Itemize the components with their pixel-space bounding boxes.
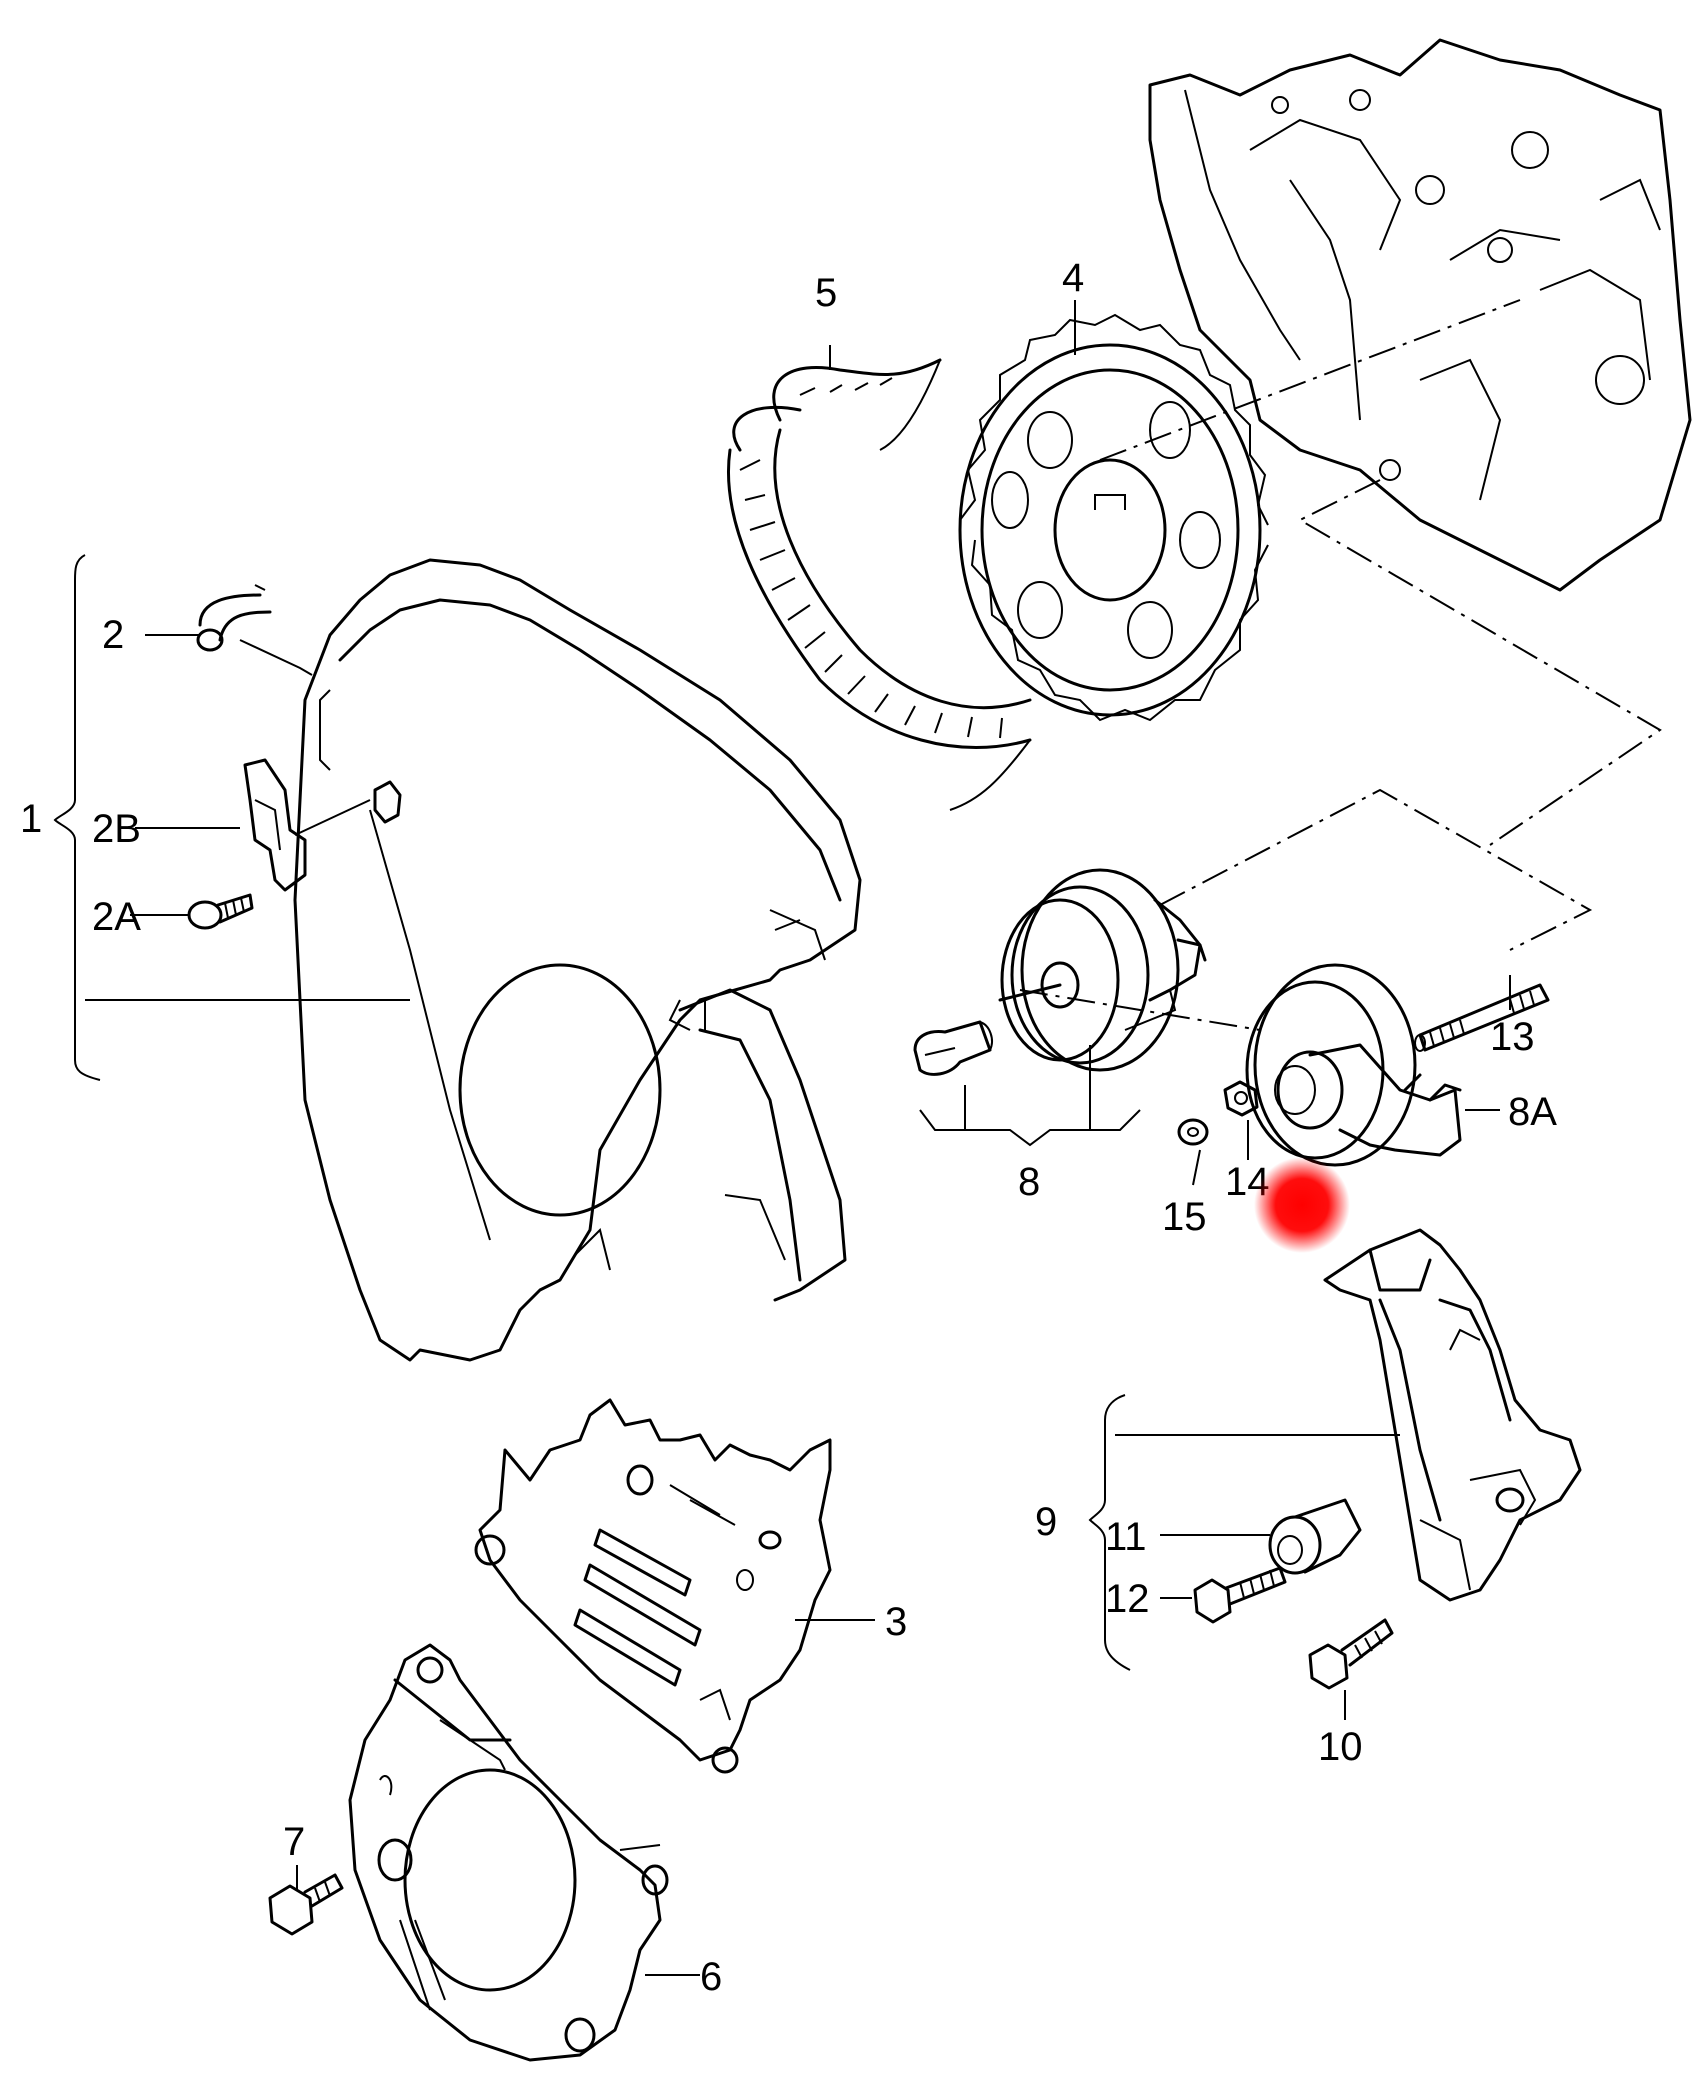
label-10: 10 bbox=[1318, 1725, 1363, 1769]
label-1: 1 bbox=[20, 797, 42, 841]
label-15: 15 bbox=[1162, 1195, 1207, 1239]
part-7-bolt bbox=[268, 1873, 344, 1936]
part-2B-bracket bbox=[243, 758, 307, 892]
callout-labels: 1 2 2B 2A 5 4 8 13 8A 14 15 3 9 11 12 10… bbox=[20, 256, 1557, 1999]
red-marker bbox=[1254, 1157, 1350, 1253]
part-6-cover-plate bbox=[348, 1643, 669, 2062]
label-12: 12 bbox=[1105, 1577, 1150, 1621]
part-2A-screw bbox=[187, 893, 254, 930]
label-9: 9 bbox=[1035, 1500, 1057, 1544]
tensioning-roller-8 bbox=[913, 868, 1207, 1076]
upper-timing-belt-guard bbox=[293, 558, 862, 1362]
part-15-washer bbox=[1177, 1118, 1209, 1146]
label-4: 4 bbox=[1062, 256, 1084, 300]
toothed-belt bbox=[726, 358, 1032, 811]
tensioner-8A bbox=[1245, 963, 1462, 1167]
part-12-bolt bbox=[1193, 1566, 1287, 1624]
label-6: 6 bbox=[700, 1955, 722, 1999]
engine-block bbox=[1148, 38, 1692, 592]
part-2-clip bbox=[196, 584, 272, 652]
part-10-bolt bbox=[1308, 1618, 1394, 1690]
label-2: 2 bbox=[102, 613, 124, 657]
part-11-spacer bbox=[1268, 1498, 1362, 1575]
part-3-lower-guard bbox=[474, 1398, 832, 1774]
axis-lines bbox=[1019, 299, 1662, 1031]
label-8A: 8A bbox=[1508, 1090, 1557, 1134]
label-8: 8 bbox=[1018, 1160, 1040, 1204]
red-marker-dot bbox=[1254, 1157, 1350, 1253]
label-11: 11 bbox=[1105, 1515, 1147, 1559]
label-3: 3 bbox=[885, 1600, 907, 1644]
guard-clip-nut bbox=[373, 780, 402, 824]
label-2B: 2B bbox=[92, 807, 141, 851]
label-13: 13 bbox=[1490, 1015, 1535, 1059]
camshaft-sprocket bbox=[958, 313, 1269, 722]
part-14-nut bbox=[1223, 1080, 1259, 1117]
part-13-stud bbox=[1414, 983, 1550, 1052]
label-5: 5 bbox=[815, 271, 837, 315]
label-2A: 2A bbox=[92, 895, 141, 939]
part-9-bracket bbox=[1323, 1228, 1582, 1602]
leader-lines bbox=[53, 300, 1511, 1976]
label-7: 7 bbox=[283, 1820, 305, 1864]
